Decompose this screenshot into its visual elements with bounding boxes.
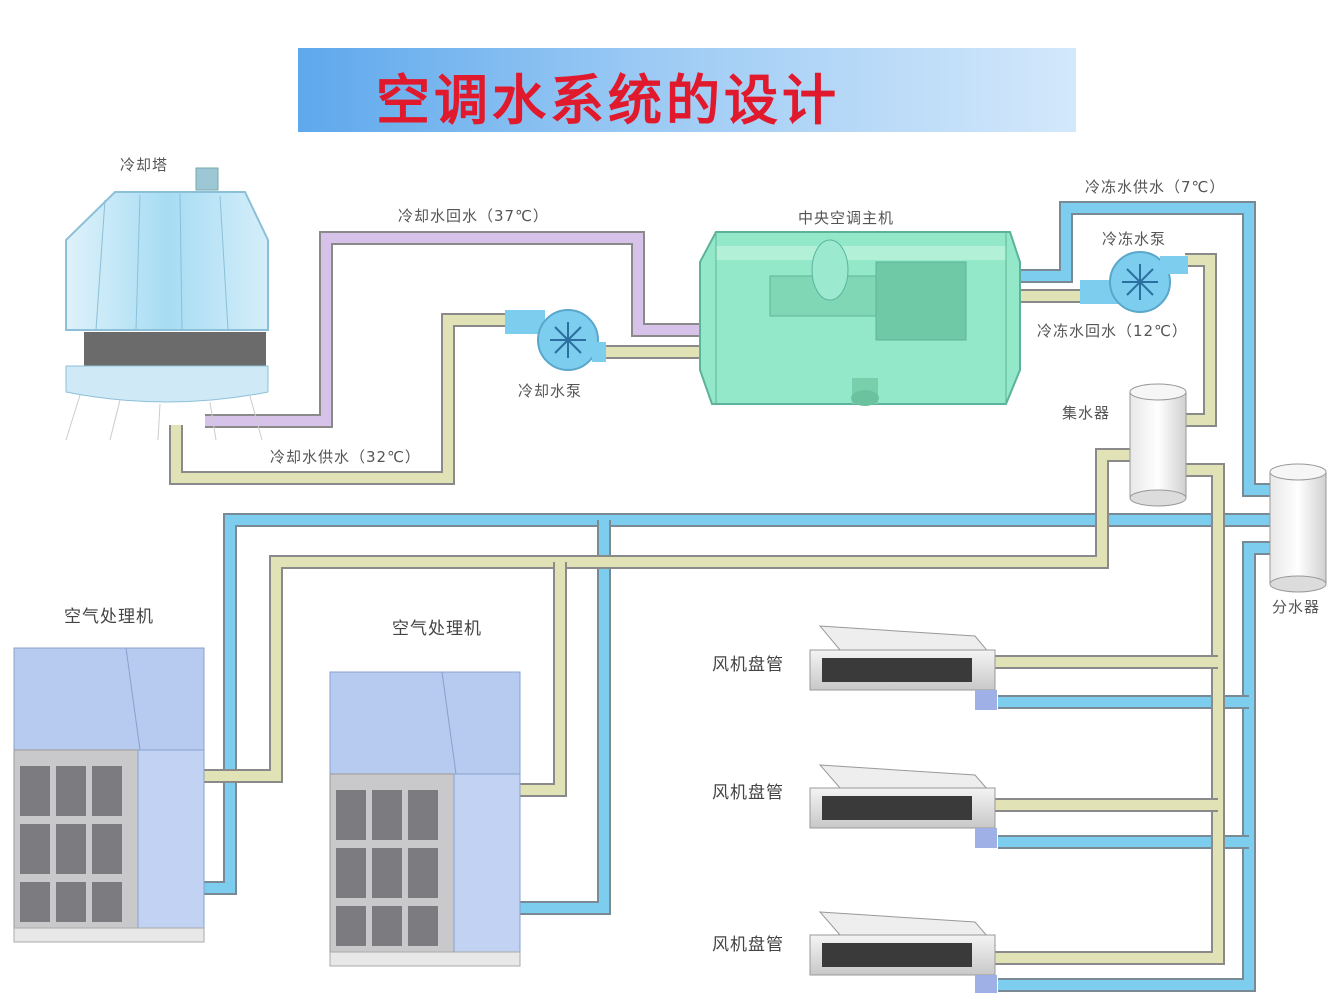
cooling-pump <box>505 309 606 371</box>
label-cooling-tower: 冷却塔 <box>120 156 169 174</box>
label-cooling-supply: 冷却水供水（32℃） <box>270 448 421 466</box>
fan-coil-unit-1 <box>809 625 997 710</box>
chilled-pump <box>1080 251 1188 313</box>
label-chilled-return: 冷冻水回水（12℃） <box>1037 322 1188 340</box>
page-title: 空调水系统的设计 <box>376 68 840 132</box>
fan-coil-unit-2 <box>809 764 997 848</box>
collector-tank <box>1129 383 1187 507</box>
return-header-pipe <box>144 448 1225 965</box>
distributor-tank <box>1269 463 1327 593</box>
label-ahu-2: 空气处理机 <box>392 619 482 639</box>
label-ahu-1: 空气处理机 <box>64 607 154 627</box>
air-handler-1 <box>13 647 205 943</box>
label-cooling-pump: 冷却水泵 <box>518 382 583 400</box>
label-fcu-2: 风机盘管 <box>712 783 784 803</box>
label-fcu-1: 风机盘管 <box>712 655 784 675</box>
label-fcu-3: 风机盘管 <box>712 935 784 955</box>
label-chilled-pump: 冷冻水泵 <box>1102 230 1167 248</box>
cooling-return-pipe <box>205 231 700 428</box>
impeller-icon <box>1122 264 1158 300</box>
label-chilled-supply: 冷冻水供水（7℃） <box>1085 178 1226 196</box>
supply-header-pipe <box>160 513 1270 992</box>
label-cooling-return: 冷却水回水（37℃） <box>398 207 549 225</box>
impeller-icon <box>550 322 586 358</box>
cooling-supply-pipe <box>169 313 700 485</box>
air-handler-2 <box>329 671 521 967</box>
chilled-supply-pipe <box>1020 201 1270 497</box>
label-distributor: 分水器 <box>1272 598 1321 616</box>
fan-coil-unit-3 <box>809 911 997 993</box>
chiller-unit <box>699 231 1021 406</box>
title-banner: 空调水系统的设计 <box>298 48 1076 132</box>
cooling-tower <box>65 167 269 441</box>
label-chiller: 中央空调主机 <box>798 209 895 227</box>
label-collector: 集水器 <box>1062 404 1111 422</box>
